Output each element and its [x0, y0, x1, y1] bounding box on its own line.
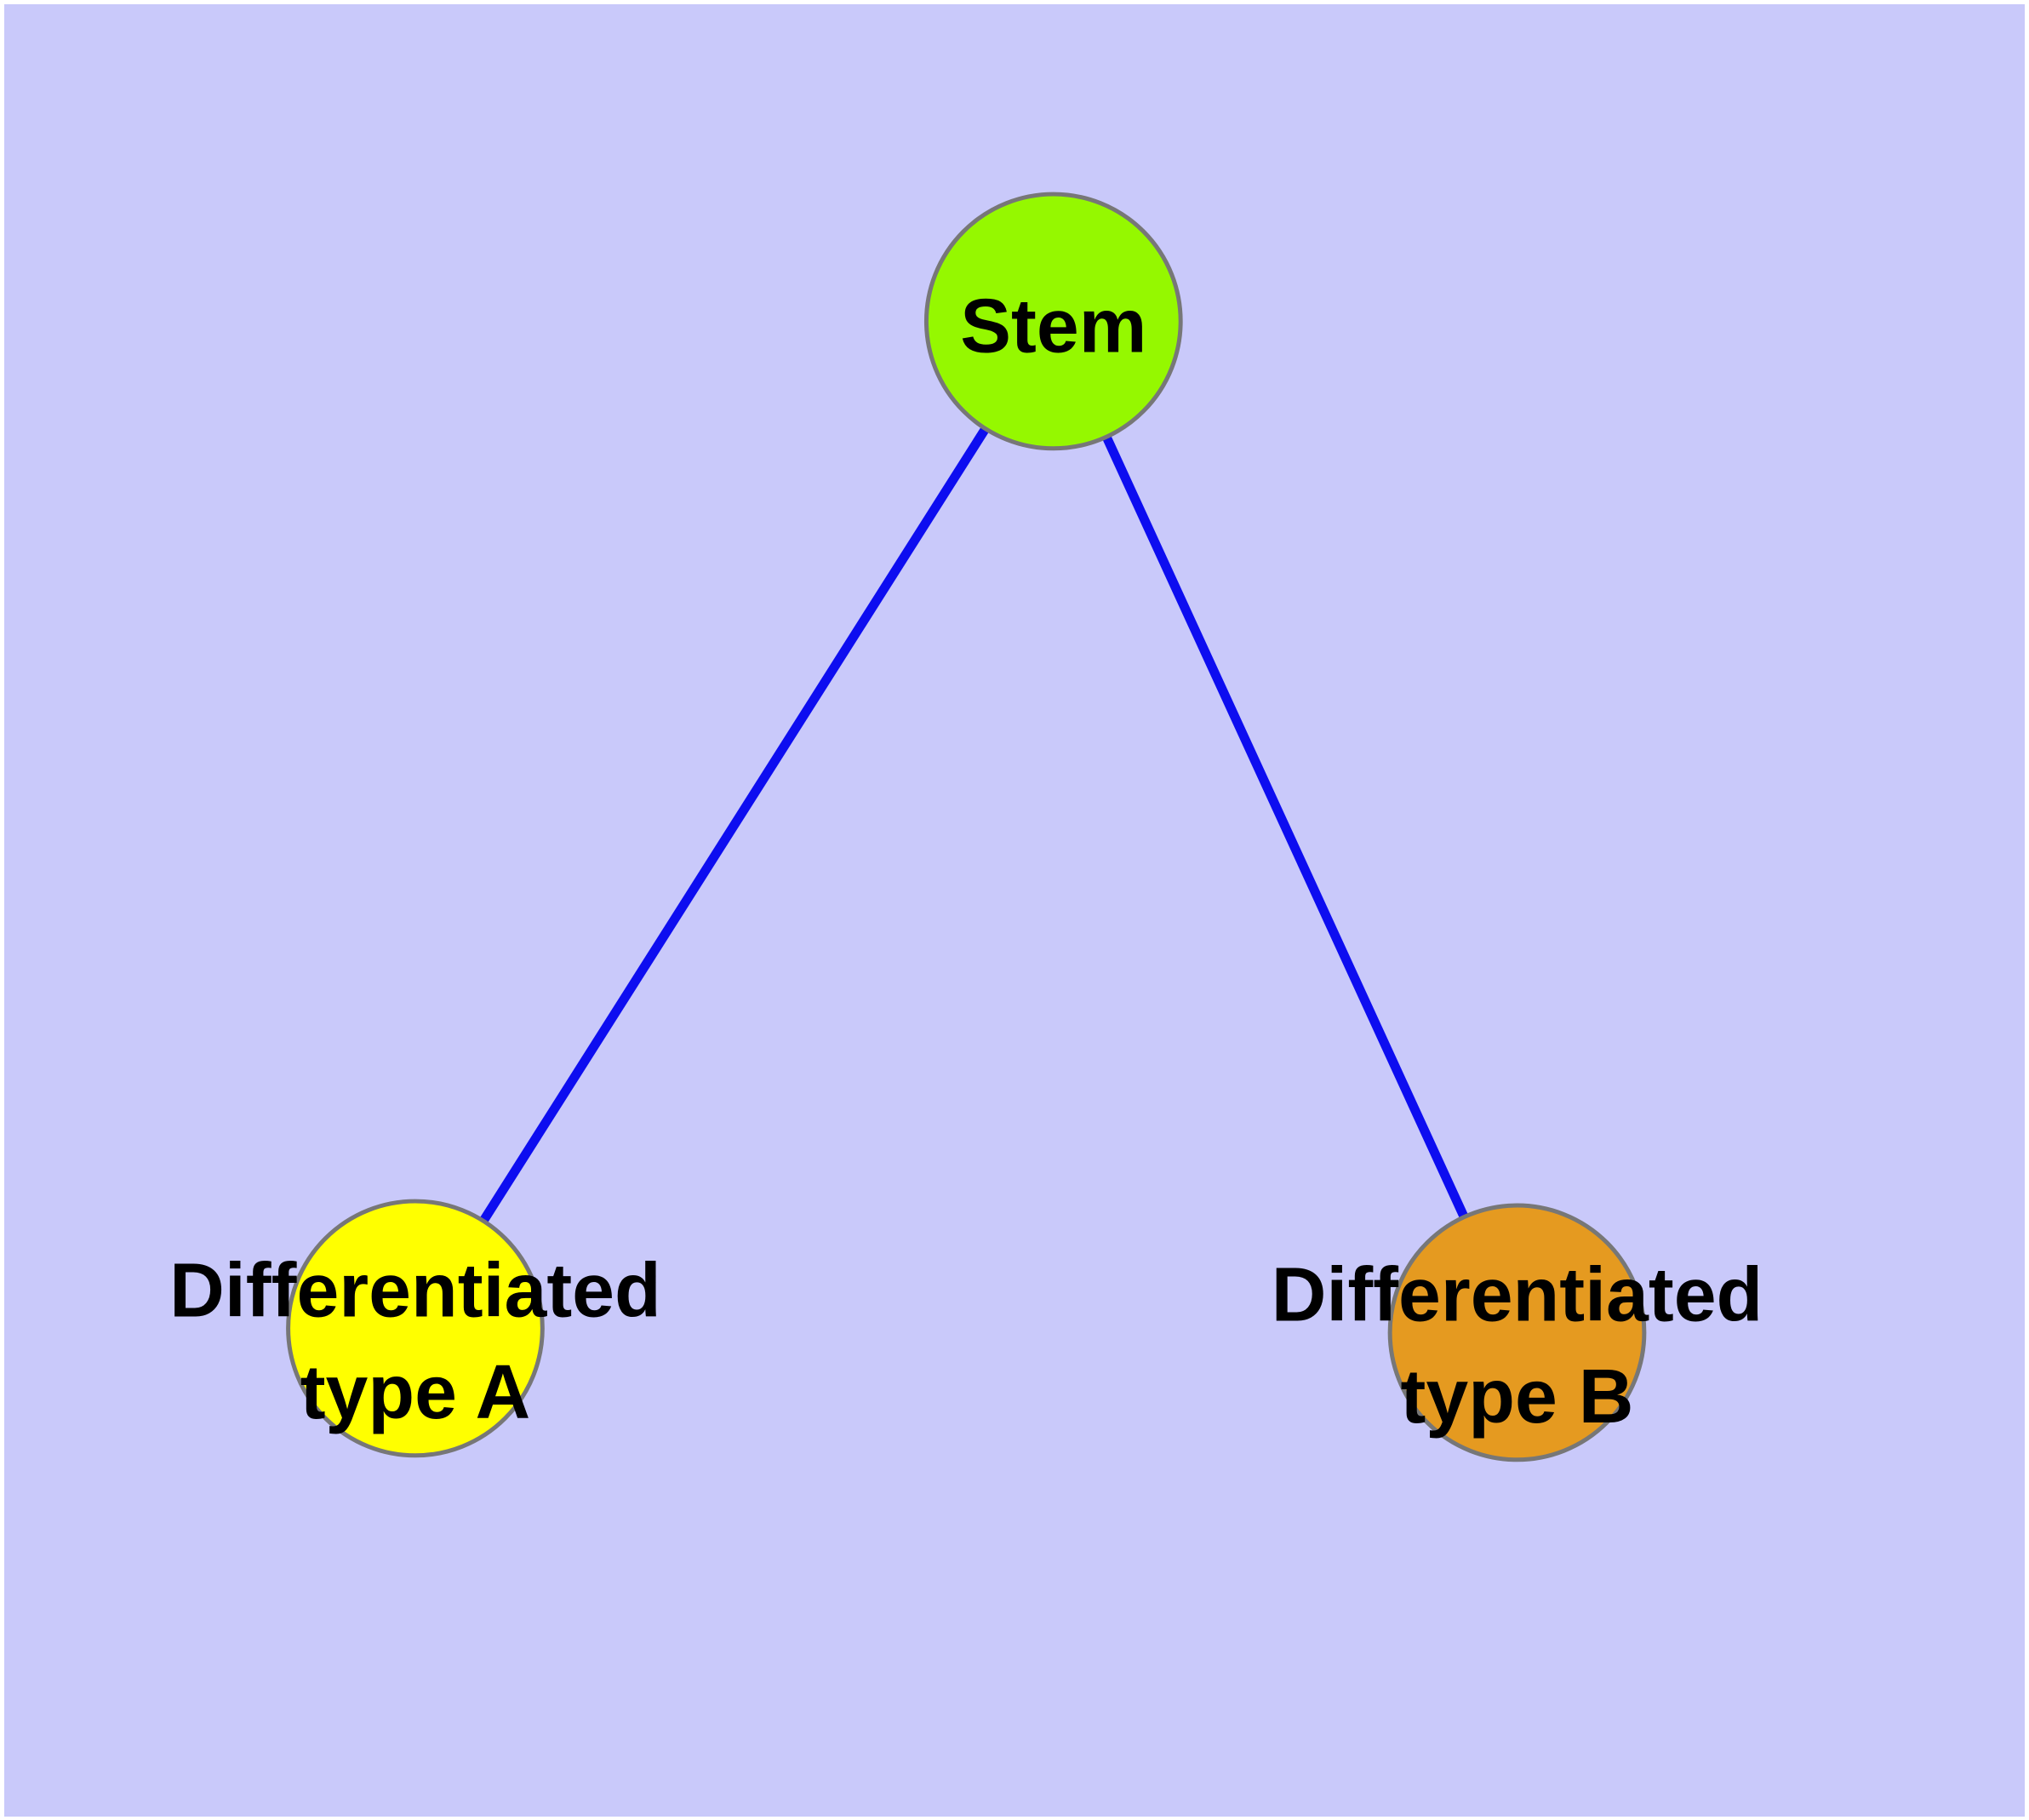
- node-differentiated-type-b: [1387, 1203, 1647, 1462]
- edge-stem-to-type-a: [411, 318, 1058, 1331]
- graph-svg: Stem Differentiated type A Differentiate…: [169, 192, 1763, 1462]
- node-differentiated-type-a-label-line2: type A: [300, 1349, 531, 1434]
- node-differentiated-type-b-label-line1: Differentiated: [1272, 1251, 1763, 1336]
- node-differentiated-type-a-label-line1: Differentiated: [169, 1247, 661, 1332]
- node-differentiated-type-b-label-line2: type B: [1401, 1354, 1634, 1439]
- node-stem-label: Stem: [960, 283, 1146, 368]
- edge-stem-to-type-b: [1049, 319, 1522, 1335]
- node-stem: [923, 192, 1183, 451]
- node-differentiated-type-a: [286, 1199, 545, 1458]
- diagram-canvas: Stem Differentiated type A Differentiate…: [4, 4, 2025, 1817]
